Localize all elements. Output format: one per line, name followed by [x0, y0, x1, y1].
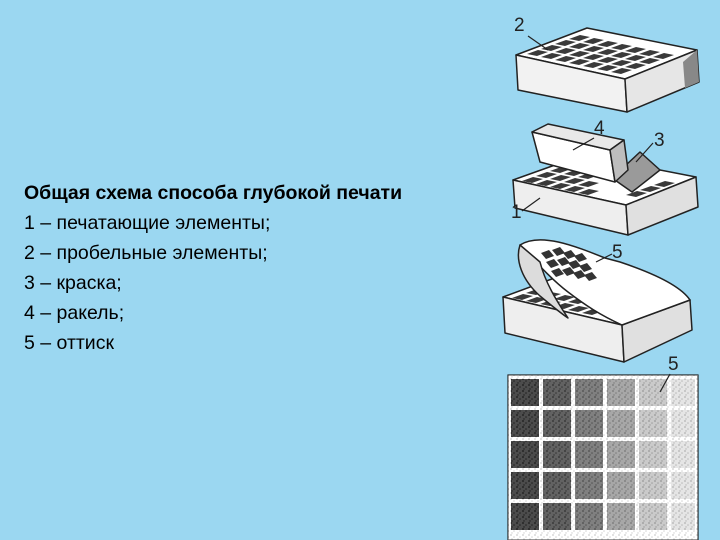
impression-grid: [508, 375, 698, 540]
legend-item-4: 4 – ракель;: [24, 298, 494, 328]
label-1: 1: [511, 202, 522, 223]
label-5-print: 5: [612, 242, 623, 263]
label-3: 3: [654, 130, 665, 151]
legend: Общая схема способа глубокой печати 1 – …: [24, 178, 494, 358]
label-3-group: 3: [636, 130, 665, 162]
legend-item-5: 5 – оттиск: [24, 328, 494, 358]
legend-item-3: 3 – краска;: [24, 268, 494, 298]
label-4: 4: [594, 118, 605, 139]
gravure-printing-illustration: 2 4 3 1: [495, 0, 720, 540]
legend-item-1: 1 – печатающие элементы;: [24, 208, 494, 238]
plate-with-print: [503, 240, 692, 362]
plate-top: [516, 28, 699, 112]
legend-item-2: 2 – пробельные элементы;: [24, 238, 494, 268]
plate-with-blade: [513, 124, 698, 235]
label-2: 2: [514, 15, 525, 36]
legend-title: Общая схема способа глубокой печати: [24, 178, 490, 208]
label-5-impression: 5: [668, 354, 679, 375]
